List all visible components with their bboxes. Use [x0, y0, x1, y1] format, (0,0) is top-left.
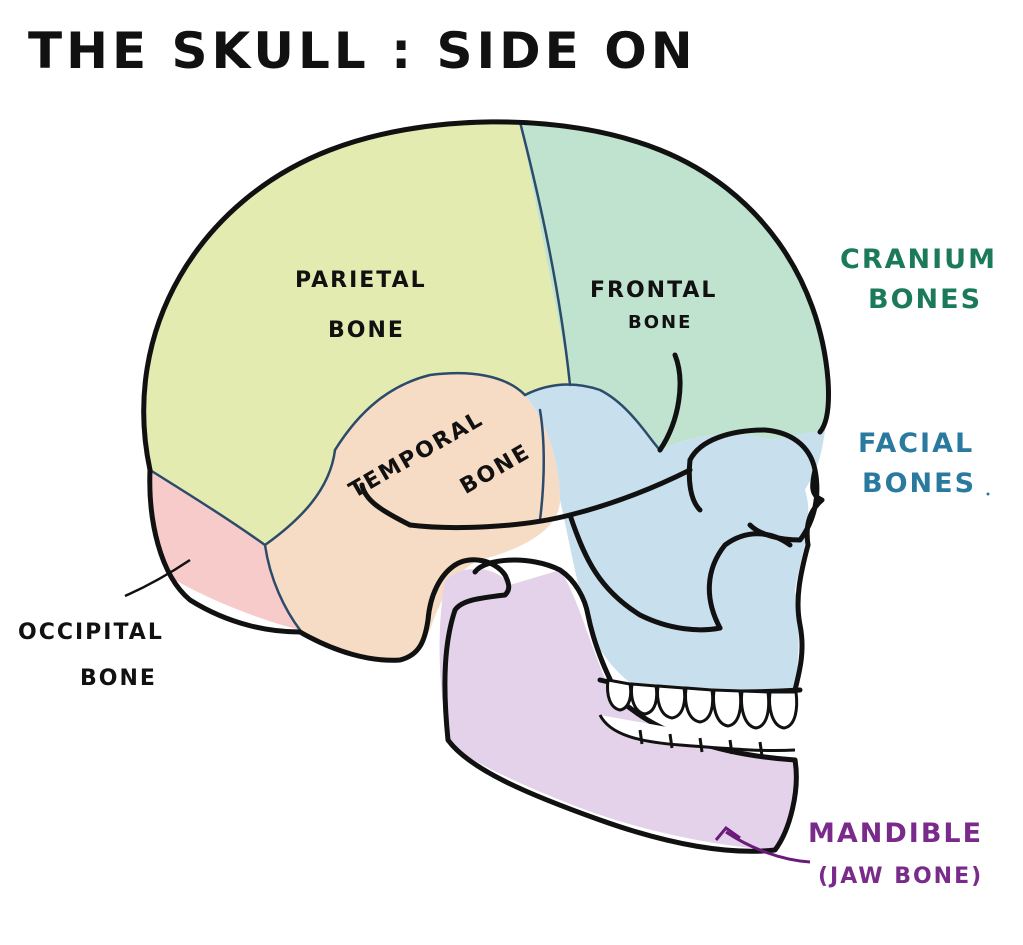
mandible-arrowhead — [714, 825, 741, 841]
teeth — [598, 678, 799, 757]
mandible-arrow — [725, 830, 811, 864]
cranium-label-2: BONES — [868, 284, 983, 315]
parietal-bone — [143, 120, 570, 546]
mandible-label-2: (JAW BONE) — [818, 864, 984, 889]
frontal-label: FRONTAL — [590, 278, 718, 303]
occipital-pointer — [124, 558, 191, 598]
occipital-label-2: BONE — [80, 666, 157, 691]
facial-label-2: BONES — [862, 468, 977, 499]
cranium-label: CRANIUM — [840, 244, 997, 275]
occipital-label: OCCIPITAL — [18, 620, 164, 645]
facial-dot — [986, 492, 990, 496]
mandible-label: MANDIBLE — [808, 818, 984, 849]
page-title: THE SKULL : SIDE ON — [28, 22, 697, 80]
sutures — [148, 120, 662, 632]
parietal-label-2: BONE — [328, 318, 405, 343]
frontal-label-2: BONE — [628, 312, 693, 333]
facial-label: FACIAL — [858, 428, 975, 459]
parietal-label: PARIETAL — [295, 268, 427, 293]
occipital-bone — [149, 470, 300, 630]
frontal-bone — [520, 122, 827, 450]
facial-bones — [525, 384, 825, 693]
